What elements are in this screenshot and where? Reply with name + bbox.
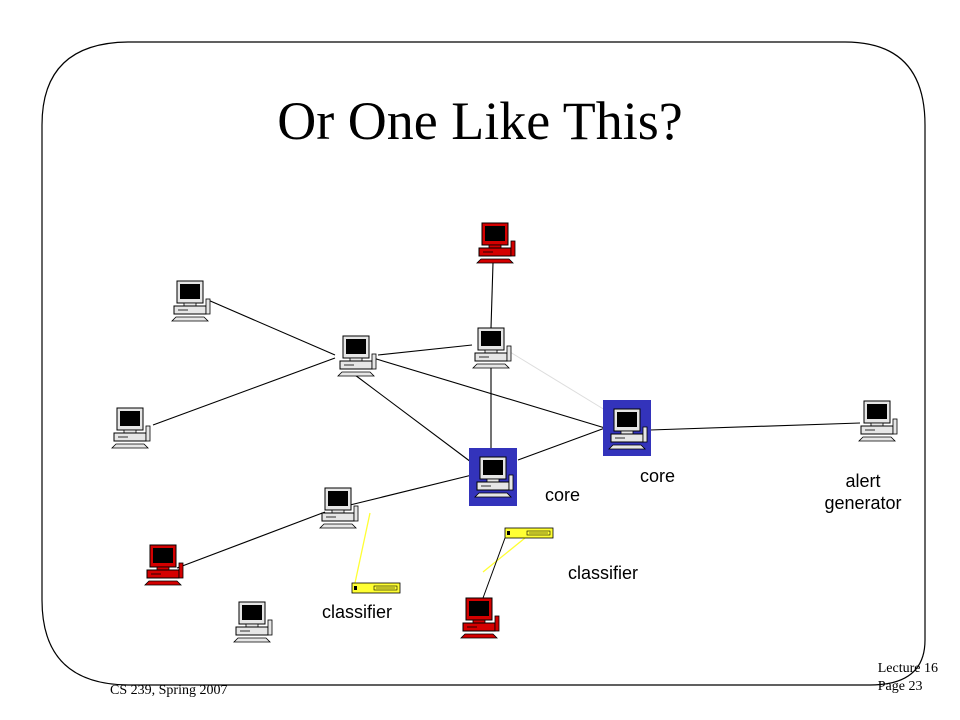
desktop-computer-icon[interactable] bbox=[171, 280, 211, 322]
classifier-links-dark bbox=[482, 537, 506, 599]
slide-title: Or One Like This? bbox=[277, 91, 683, 151]
desktop-computer-icon[interactable] bbox=[337, 335, 377, 377]
link bbox=[372, 357, 606, 429]
label-classifier: classifier bbox=[322, 602, 393, 622]
label-alert-line1: alert bbox=[845, 471, 881, 491]
label-alert-line2: generator bbox=[824, 493, 902, 513]
network-links bbox=[152, 262, 861, 569]
link bbox=[377, 344, 473, 356]
link bbox=[517, 427, 606, 461]
link bbox=[354, 374, 476, 466]
link bbox=[152, 357, 336, 426]
rack-device-icon[interactable] bbox=[351, 582, 401, 594]
desktop-computer-icon[interactable] bbox=[472, 327, 512, 369]
desktop-computer-icon[interactable] bbox=[319, 487, 359, 529]
link bbox=[490, 262, 494, 329]
footer-lecture-page: Lecture 16 Page 23 bbox=[878, 660, 938, 696]
link bbox=[482, 537, 506, 599]
compromised-computer-icon[interactable] bbox=[460, 597, 500, 639]
label-core: core bbox=[545, 485, 581, 505]
slide-frame bbox=[41, 41, 926, 686]
link bbox=[349, 474, 473, 506]
footer-lecture: Lecture 16 bbox=[877, 661, 938, 676]
label-classifier: classifier bbox=[568, 563, 639, 583]
compromised-computer-icon[interactable] bbox=[144, 544, 184, 586]
label-alert-generator: alert generator bbox=[815, 470, 911, 514]
footer-page: Page 23 bbox=[877, 679, 923, 694]
label-core: core bbox=[640, 466, 676, 486]
link bbox=[207, 299, 336, 356]
link bbox=[509, 351, 606, 411]
desktop-computer-icon[interactable] bbox=[111, 407, 151, 449]
link bbox=[649, 422, 861, 431]
desktop-computer-icon[interactable] bbox=[233, 601, 273, 643]
classifier-link bbox=[482, 537, 526, 573]
desktop-computer-icon[interactable] bbox=[858, 400, 898, 442]
footer-course: CS 239, Spring 2007 bbox=[110, 683, 228, 698]
classifier-link bbox=[354, 512, 371, 584]
compromised-computer-icon[interactable] bbox=[476, 222, 516, 264]
rack-device-icon[interactable] bbox=[504, 527, 554, 539]
link bbox=[176, 511, 326, 569]
classifier-links bbox=[354, 512, 526, 584]
